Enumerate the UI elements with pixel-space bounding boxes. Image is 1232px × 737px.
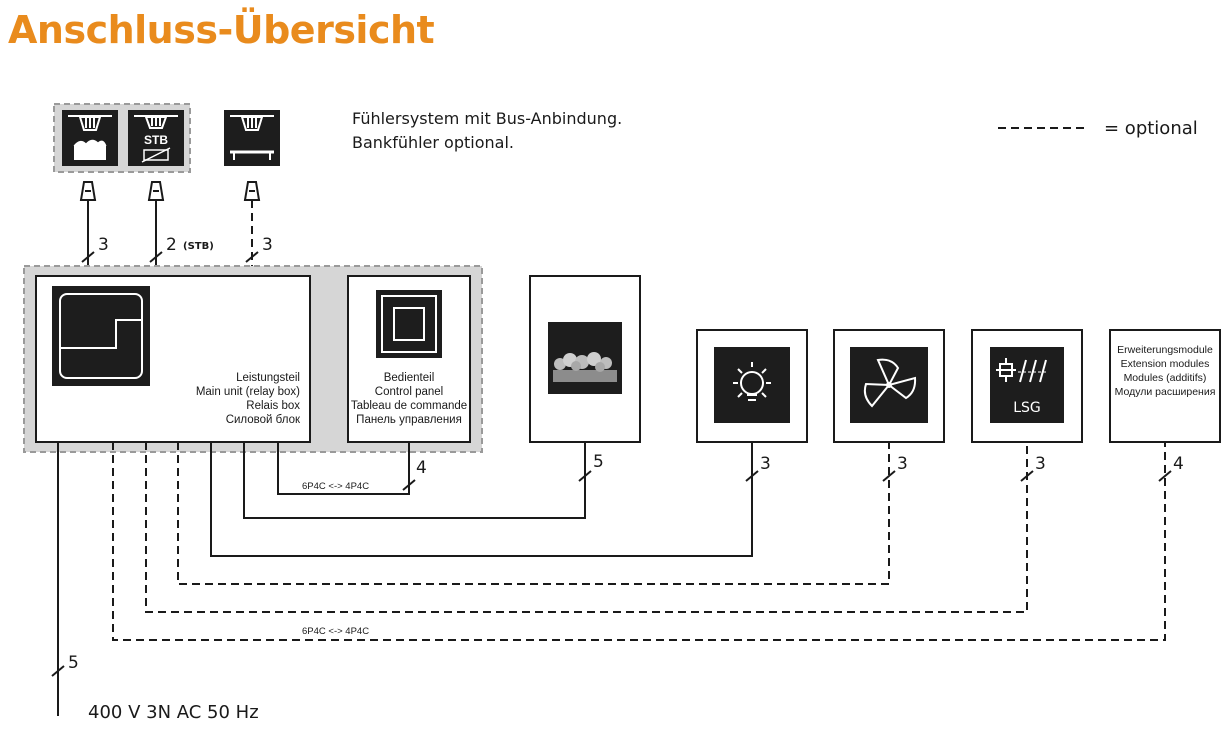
power-supply-label: 400 V 3N AC 50 Hz [88,702,259,723]
heater-icon [548,322,622,394]
fan-cable [177,442,890,585]
extension-cable-tick [1158,470,1172,482]
heater-cable-count: 5 [593,452,604,472]
lsg-cable [145,442,1028,613]
panel-cable [277,442,410,495]
heater-sensor-icon [62,110,118,166]
main-unit-label-1: Leistungsteil [236,372,300,384]
light-cable [210,442,753,557]
control-panel-label-1: Bedienteil [384,372,435,384]
sensor-wire-2-note: (STB) [183,241,214,252]
sensor-wire-1-count: 3 [98,235,109,255]
panel-cable-count: 4 [416,458,427,478]
sensor-wire-3-tick [245,251,259,263]
extension-label-4: Модули расширения [1115,386,1216,398]
sensor-wire-1-tick [81,251,95,263]
power-cable-tick [51,665,65,677]
panel-cable-label: 6P4C <-> 4P4C [302,481,369,492]
stb-label: STB [144,133,168,147]
lsg-cable-count: 3 [1035,454,1046,474]
main-unit-icon [52,286,150,386]
sensor-plug-1 [79,181,97,201]
stb-sensor-icon: STB [128,110,184,166]
panel-cable-tick [402,479,416,491]
lsg-label: LSG [1013,400,1041,416]
main-unit-label-3: Relais box [246,400,300,412]
lsg-cable-tick [1020,470,1034,482]
extension-label-2: Extension modules [1121,358,1210,370]
sensor-note-line-1: Fühlersystem mit Bus-Anbindung. [352,109,622,128]
sensor-wire-2-count: 2 [166,235,177,255]
light-cable-count: 3 [760,454,771,474]
page-title: Anschluss-Übersicht [8,8,435,52]
light-cable-tick [745,470,759,482]
fan-icon [850,347,928,423]
main-unit-label-2: Main unit (relay box) [196,386,300,398]
extension-label-1: Erweiterungsmodule [1117,344,1213,356]
control-panel-label-3: Tableau de commande [351,400,467,412]
control-panel-label-2: Control panel [375,386,443,398]
control-panel-label-4: Панель управления [356,414,462,426]
sensor-plug-2 [147,181,165,201]
fan-cable-count: 3 [897,454,908,474]
legend-optional-label: = optional [1104,118,1198,139]
sensor-note-line-2: Bankfühler optional. [352,133,514,152]
sensor-plug-3 [243,181,261,201]
sensor-wire-2-tick [149,251,163,263]
extension-cable-count: 4 [1173,454,1184,474]
heater-cable-tick [578,470,592,482]
fan-cable-tick [882,470,896,482]
lsg-icon: LSG [990,347,1064,423]
sensor-wire-3-count: 3 [262,235,273,255]
extension-modules-box [1109,329,1221,443]
power-cable-count: 5 [68,653,79,673]
bottom-cable-label: 6P4C <-> 4P4C [302,626,369,637]
extension-cable [112,442,1166,641]
control-panel-icon [376,290,442,358]
bench-sensor-icon [224,110,280,166]
extension-label-3: Modules (additifs) [1124,372,1207,384]
light-bulb-icon [714,347,790,423]
main-unit-label-4: Силовой блок [226,414,301,426]
heater-cable [243,442,586,519]
